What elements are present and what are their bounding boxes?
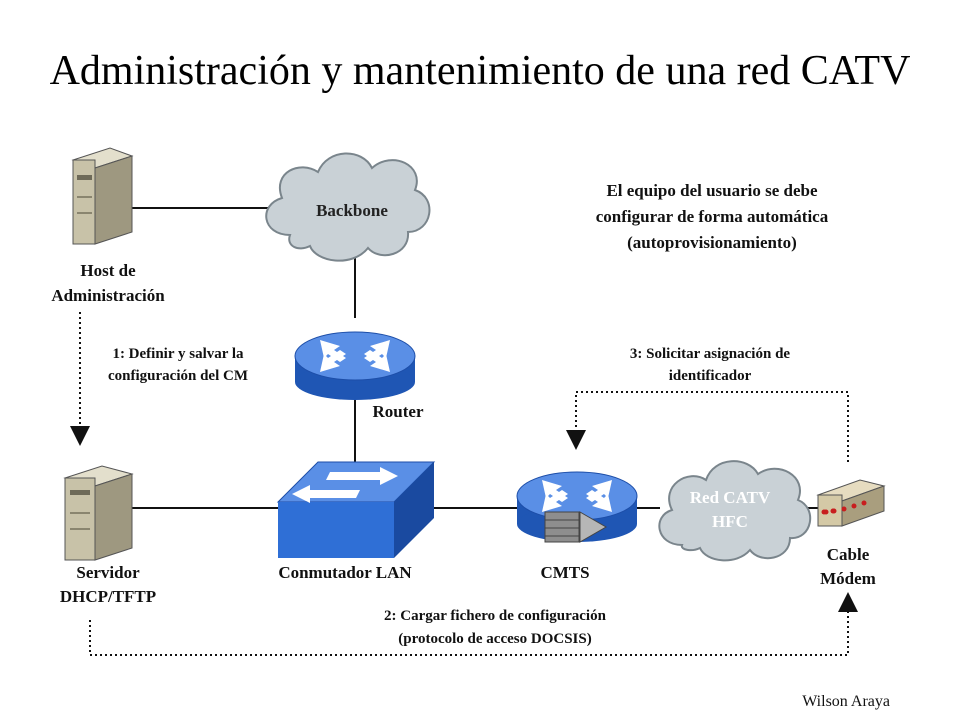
cable-modem-icon — [816, 479, 886, 527]
modem-label-line2: Módem — [820, 569, 876, 588]
router-icon — [294, 331, 416, 400]
host-label-line2: Administración — [51, 286, 165, 305]
step2-label-line2: (protocolo de acceso DOCSIS) — [398, 631, 591, 647]
catv-cloud-icon — [658, 460, 812, 562]
cmts-label: CMTS — [540, 563, 589, 582]
author-credit: Wilson Araya — [802, 693, 890, 710]
info-line3: (autoprovisionamiento) — [627, 233, 797, 252]
cable-modem-front-leds — [821, 500, 867, 515]
step1-label-line2: configuración del CM — [108, 368, 248, 384]
step3-arrow — [566, 391, 849, 462]
servidor-label-line1: Servidor — [76, 563, 140, 582]
connection-lines — [125, 207, 820, 509]
lan-switch-icon — [276, 461, 436, 558]
info-line1: El equipo del usuario se debe — [606, 181, 818, 200]
step1-label-line1: 1: Definir y salvar la — [112, 346, 244, 362]
backbone-cloud-icon — [265, 152, 431, 262]
step2-label-line1: 2: Cargar fichero de configuración — [384, 608, 607, 624]
cmts-icon — [516, 471, 638, 543]
host-server-icon — [71, 147, 134, 245]
host-label-line1: Host de — [80, 261, 136, 280]
catv-label-line2: HFC — [712, 512, 748, 531]
switch-label: Conmutador LAN — [278, 563, 412, 582]
modem-label-line1: Cable — [827, 545, 870, 564]
step3-label-line1: 3: Solicitar asignación de — [630, 346, 790, 362]
page-title: Administración y mantenimiento de una re… — [50, 48, 911, 94]
dhcp-server-icon — [63, 465, 134, 561]
servidor-label-line2: DHCP/TFTP — [60, 587, 156, 606]
info-line2: configurar de forma automática — [596, 207, 829, 226]
step-lines — [70, 312, 858, 656]
catv-label-line1: Red CATV — [690, 488, 771, 507]
step3-label-line2: identificador — [669, 368, 752, 384]
backbone-label: Backbone — [316, 201, 388, 220]
router-label: Router — [373, 402, 424, 421]
